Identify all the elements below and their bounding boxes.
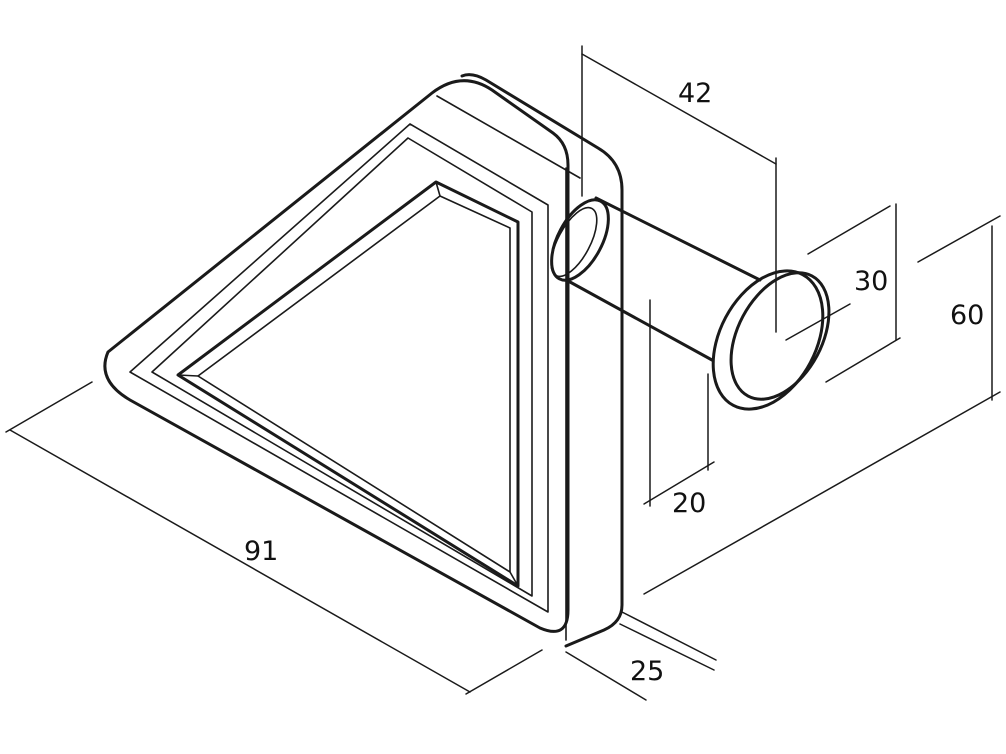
dimension-length: 91 [5,381,543,695]
recessed-panel [176,180,520,588]
inner-frame-middle [151,137,533,597]
dimension-depth-line [619,623,715,671]
knob-head-face [729,271,831,401]
dimension-depth-label: 25 [630,656,664,687]
recessed-panel-inner [197,195,511,573]
knob [550,196,831,411]
dimension-height-label: 60 [950,300,984,331]
dimension-knob-diameter: 30 [785,203,901,383]
dimension-shaft-diameter: 20 [643,299,715,519]
dimension-shaft-diameter-line [643,461,715,505]
dimension-knob-length-label: 42 [678,78,712,109]
knob-shaft [568,196,762,362]
dimension-height: 60 [643,215,1001,595]
knob-head-rim [711,269,825,411]
dimension-shaft-diameter-label: 20 [672,488,706,519]
dimension-knob-length-line [581,53,777,165]
inner-frame-outer [129,123,549,613]
dimension-knob-diameter-label: 30 [854,266,888,297]
dimension-length-label: 91 [244,536,278,567]
body-outer-outline [103,79,570,633]
panel-bevel [177,181,519,587]
dimension-length-line [9,429,471,693]
hook-body [103,73,624,648]
body-top-ridge [436,95,581,179]
knob-collar-inner [550,206,598,278]
dimension-depth: 25 [565,611,717,701]
dimension-knob-length: 42 [581,45,777,333]
body-side-face [460,73,624,648]
